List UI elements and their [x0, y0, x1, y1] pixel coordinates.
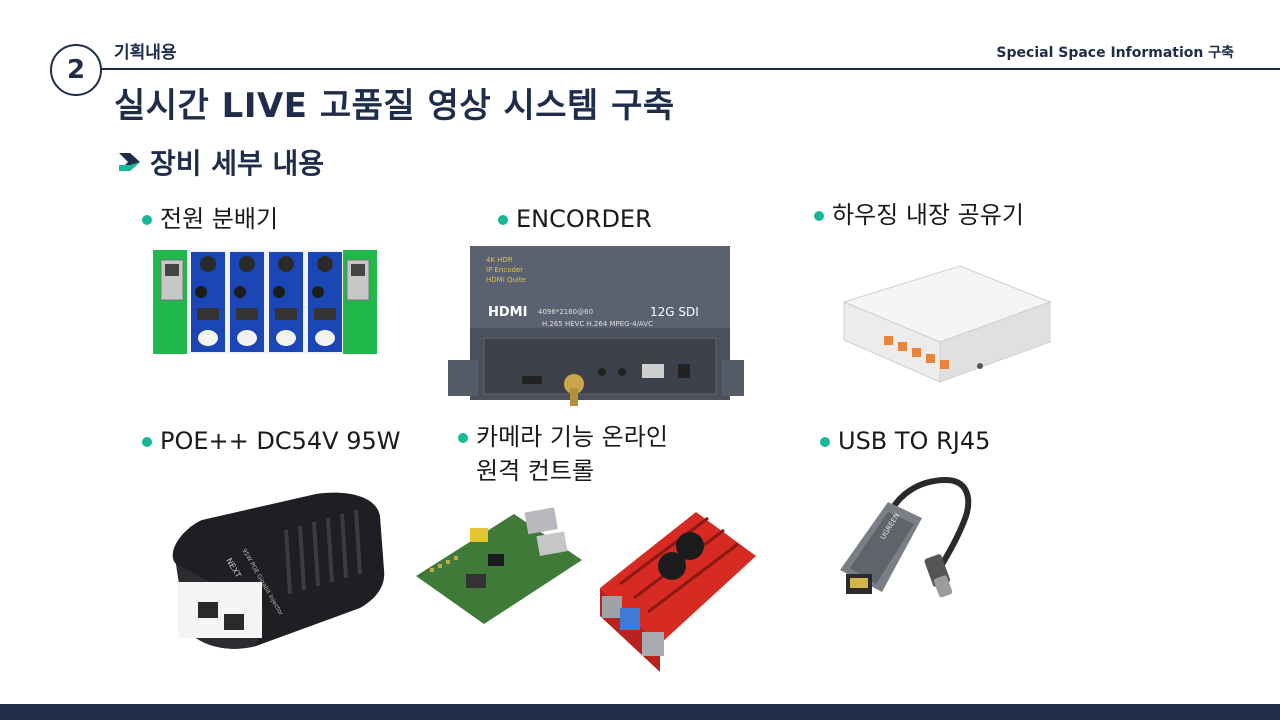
sub-heading-text: 장비 세부 내용: [150, 147, 325, 180]
raspberry-pi-board-image: [416, 507, 582, 624]
item-label-power-splitter: 전원 분배기: [142, 202, 278, 236]
raspberry-pi-case-image: [600, 512, 756, 672]
header-right-label: Special Space Information 구축: [996, 45, 1234, 61]
item-label-text-line2: 원격 컨트롤: [476, 457, 595, 485]
item-label-usb-rj45: USB TO RJ45: [820, 424, 990, 458]
encoder-codecs: H.265 HEVC H.264 MPEG-4/AVC: [542, 320, 653, 328]
section-label: 기획내용: [114, 43, 177, 63]
header-divider: [100, 68, 1280, 70]
bullet-icon: [142, 215, 152, 225]
encoder-spec: 4096*2160@60: [538, 308, 593, 316]
power-splitter-image: [153, 250, 377, 354]
item-label-text: 하우징 내장 공유기: [832, 201, 1024, 229]
encoder-tag-2: IP Encoder: [486, 266, 523, 274]
router-image: [842, 265, 1052, 383]
bullet-icon: [142, 437, 152, 447]
section-number-badge: 2: [50, 44, 102, 96]
item-label-text: POE++ DC54V 95W: [160, 427, 401, 455]
encoder-image: 4K HDR IP Encoder HDMI Quite HDMI 4096*2…: [446, 240, 746, 408]
encoder-hdmi-logo: HDMI: [488, 305, 527, 320]
item-label-text: ENCORDER: [516, 205, 652, 233]
bullet-icon: [820, 437, 830, 447]
bullet-icon: [458, 433, 468, 443]
item-label-text: 카메라 기능 온라인: [476, 423, 668, 451]
item-label-encoder: ENCORDER: [498, 202, 652, 236]
encoder-tag-1: 4K HDR: [486, 256, 513, 264]
page-title: 실시간 LIVE 고품질 영상 시스템 구축: [114, 86, 675, 126]
bullet-icon: [814, 211, 824, 221]
footer-bar: [0, 704, 1280, 720]
item-label-poe: POE++ DC54V 95W: [142, 424, 400, 458]
bullet-icon: [498, 215, 508, 225]
encoder-sdi-label: 12G SDI: [650, 305, 699, 319]
encoder-tag-3: HDMI Quite: [486, 276, 526, 284]
item-label-text: 전원 분배기: [160, 205, 279, 233]
item-label-router: 하우징 내장 공유기: [814, 198, 1024, 232]
item-label-camera-control: 카메라 기능 온라인 원격 컨트롤: [458, 420, 668, 488]
usb-rj45-adapter-image: UGREEN: [840, 476, 972, 598]
poe-injector-image: NEXT 95W POE Gigabit Injector: [172, 492, 385, 649]
chevron-arrow-icon: [119, 153, 140, 171]
sub-heading: 장비 세부 내용: [116, 142, 324, 182]
section-number: 2: [66, 55, 86, 85]
item-label-text: USB TO RJ45: [838, 427, 991, 455]
